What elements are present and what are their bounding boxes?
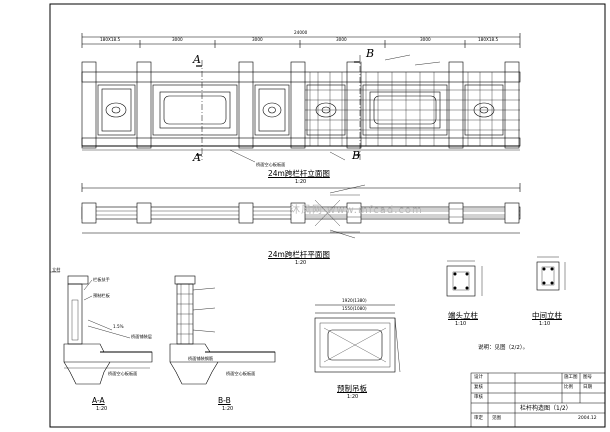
aa-label-precast-panel: 预制栏板	[93, 293, 110, 298]
aa-title: A-A	[92, 396, 105, 405]
bb-label-slab: 桥面空心板板面	[226, 371, 256, 376]
tb-r2-c1: 复核	[474, 385, 483, 390]
elevation-title: 24m跨栏杆立面图	[268, 169, 330, 178]
section-mark-b-bottom: B	[352, 149, 361, 162]
plan-view	[81, 183, 521, 239]
watermark: 沐风网 www.mfcad.com	[290, 205, 423, 216]
plan-title: 24m跨栏杆平面图	[268, 250, 330, 259]
aa-label-post: 立柱	[52, 267, 61, 272]
elevation-note: 桥面空心板板面	[256, 162, 286, 167]
precast-panel-detail	[314, 304, 401, 373]
sheet-border	[49, 3, 606, 428]
span-dimension-5: 3000	[420, 37, 431, 42]
precast-title: 预制吊板	[337, 384, 367, 393]
precast-dim-outer: 1920(1380)	[342, 298, 367, 303]
plan-scale: 1:20	[295, 260, 307, 266]
title-block	[470, 372, 606, 428]
aa-scale: 1:20	[96, 406, 108, 412]
aa-label-paving: 桥面铺装层	[131, 334, 152, 339]
drawing-note: 说明：见图（2/2）。	[478, 345, 529, 351]
elevation-view	[81, 33, 521, 163]
end-post-detail	[446, 260, 483, 297]
tb-r2-c3: 比例	[564, 385, 573, 390]
precast-dim-inner: 1550(1080)	[342, 306, 367, 311]
mid-post-detail	[536, 256, 566, 291]
section-mark-a-top: A	[193, 53, 201, 66]
bb-title: B-B	[218, 396, 231, 405]
span-dimension-1: 180X18.5	[100, 37, 121, 42]
tb-r1-c4: 图号	[583, 375, 592, 380]
span-dimension-4: 3000	[336, 37, 347, 42]
section-mark-b-top: B	[366, 47, 375, 60]
bb-label-rebar: 桥面铺装钢筋	[188, 356, 214, 361]
end-post-title: 端头立柱	[448, 311, 478, 320]
tb-r1-c3: 施工图	[564, 375, 578, 380]
elevation-scale: 1:20	[295, 179, 307, 185]
end-post-scale: 1:10	[455, 321, 467, 327]
mid-post-title: 中间立柱	[532, 311, 562, 320]
tb-r4-c2: 见图	[492, 416, 501, 421]
bb-scale: 1:20	[222, 406, 234, 412]
tb-r4-c4: 2004.12	[578, 416, 597, 421]
span-dimension-3: 3000	[252, 37, 263, 42]
aa-label-slope: 1.5%	[113, 324, 124, 329]
drawing-name: 栏杆构造图（1/2）	[520, 405, 572, 412]
aa-label-handrail: 栏板扶手	[93, 277, 110, 282]
span-dimension-2: 3000	[172, 37, 183, 42]
tb-r2-c4: 日期	[583, 385, 592, 390]
section-bb	[169, 275, 276, 385]
tb-r3-c1: 审核	[474, 395, 483, 400]
aa-label-slab: 桥面空心板板面	[108, 371, 138, 376]
section-aa	[50, 271, 153, 385]
tb-r4-c1: 审定	[474, 416, 483, 421]
mid-post-scale: 1:10	[539, 321, 551, 327]
overall-dimension: 24000	[294, 30, 308, 35]
span-dimension-6: 180X18.5	[478, 37, 499, 42]
tb-r1-c1: 设计	[474, 375, 483, 380]
section-mark-a-bottom: A	[193, 151, 201, 164]
precast-scale: 1:20	[347, 394, 359, 400]
